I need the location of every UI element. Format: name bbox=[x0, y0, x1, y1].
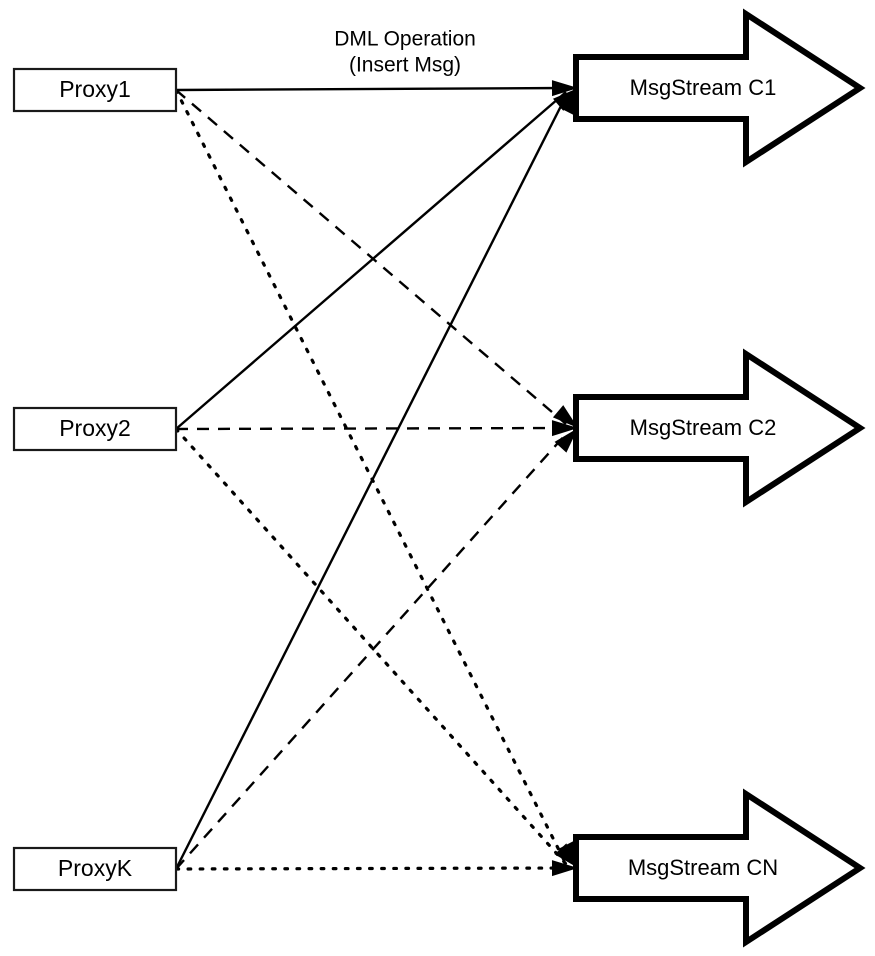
stream-arrow-shape-c1 bbox=[573, 8, 866, 168]
link-proxy1-cn bbox=[174, 88, 568, 866]
proxy-node-proxyK[interactable]: ProxyK bbox=[12, 846, 178, 892]
stream-arrow-shape-cn bbox=[573, 788, 866, 948]
link-proxy2-cn bbox=[174, 427, 568, 866]
stream-node-c1[interactable]: MsgStream C1 bbox=[573, 8, 866, 168]
proxy-label-proxy1: Proxy1 bbox=[59, 76, 131, 102]
proxy-node-proxy2[interactable]: Proxy2 bbox=[12, 406, 178, 452]
link-proxyK-c1 bbox=[174, 95, 568, 870]
proxy-label-proxy2: Proxy2 bbox=[59, 415, 131, 441]
proxy-label-proxyK: ProxyK bbox=[58, 855, 133, 881]
edge-label-line2: (Insert Msg) bbox=[349, 54, 461, 77]
proxy-box-proxyK bbox=[12, 846, 178, 892]
stream-label-cn: MsgStream CN bbox=[628, 855, 778, 880]
link-proxy2-c1 bbox=[175, 91, 567, 430]
link-group bbox=[174, 86, 568, 871]
proxy-box-proxy2 bbox=[12, 406, 178, 452]
arrowhead-proxy2-c1 bbox=[552, 88, 578, 111]
arrowhead-proxyK-c2 bbox=[554, 428, 578, 453]
arrowhead-proxy2-c2 bbox=[551, 420, 578, 437]
link-proxy2-c2 bbox=[175, 426, 567, 431]
stream-label-c2: MsgStream C2 bbox=[630, 415, 777, 440]
stream-arrow-shape-c2 bbox=[573, 348, 866, 508]
link-proxyK-cn bbox=[174, 866, 568, 871]
stream-node-cn[interactable]: MsgStream CN bbox=[573, 788, 866, 948]
link-proxy1-c2 bbox=[175, 89, 567, 425]
arrowhead-proxy1-c1 bbox=[551, 80, 578, 97]
arrowhead-proxy2-cn bbox=[554, 843, 578, 868]
link-proxyK-c2 bbox=[175, 433, 567, 870]
stream-label-c1: MsgStream C1 bbox=[630, 75, 777, 100]
arrowhead-proxyK-cn bbox=[551, 860, 578, 877]
proxy-box-proxy1 bbox=[12, 67, 178, 113]
edge-label: DML Operation (Insert Msg) bbox=[334, 28, 476, 77]
stream-group: MsgStream C1 MsgStream C2 MsgStream CN bbox=[573, 8, 866, 948]
edge-label-line1: DML Operation bbox=[334, 28, 476, 51]
stream-node-c2[interactable]: MsgStream C2 bbox=[573, 348, 866, 508]
arrowhead-proxy1-c2 bbox=[552, 405, 578, 428]
link-proxy1-c1 bbox=[175, 86, 567, 92]
arrowhead-group bbox=[551, 80, 578, 877]
proxy-node-proxy1[interactable]: Proxy1 bbox=[12, 67, 178, 113]
